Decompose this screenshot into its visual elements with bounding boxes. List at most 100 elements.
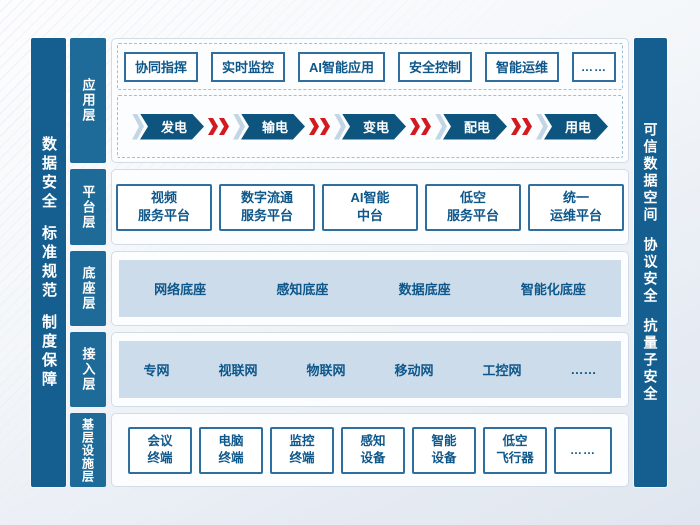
layer-label-platform: 平台层 [70, 169, 106, 245]
power-flow-strip: 发电 输电 变电 配电 [117, 95, 623, 158]
layer-label-text: 应用层 [80, 78, 96, 123]
layer-label-text: 基层设施层 [80, 417, 95, 483]
infra-box-line: 终端 [289, 451, 315, 465]
platform-box-line: 运维平台 [549, 208, 602, 223]
base-item: 智能化底座 [520, 282, 586, 297]
layer-label-infrastructure: 基层设施层 [70, 413, 106, 487]
ellipsis-item: …… [570, 362, 597, 377]
flow-arrow-label: 配电 [443, 114, 507, 140]
infra-box: 智能 设备 [412, 426, 476, 474]
double-chevron-icon [309, 118, 330, 135]
flow-arrow-label: 用电 [544, 114, 608, 140]
layer-label-text: 接入层 [80, 347, 96, 392]
right-guard-text: 抗量子安全 [642, 318, 659, 403]
left-guard-text: 标准规范 [40, 224, 57, 301]
platform-box: 统一 运维平台 [528, 183, 624, 231]
left-guard-bar: 数据安全 标准规范 制度保障 [31, 38, 66, 487]
access-item: 视联网 [218, 363, 258, 378]
right-guard-text: 可信数据空间 [642, 122, 659, 224]
flow-arrow: 用电 [536, 113, 608, 140]
platform-box-line: 中台 [356, 208, 383, 223]
access-strip: 专网 视联网 物联网 移动网 工控网 …… [119, 341, 621, 398]
infra-box: 会议 终端 [128, 426, 192, 474]
chevron-tail-icon [334, 113, 346, 140]
layer-label-base: 底座层 [70, 251, 106, 326]
layer-row-platform: 平台层 视频 服务平台 数字流通 服务平台 AI智能 中台 低空 服务平台 统一… [70, 169, 629, 245]
infra-box-line: 低空 [502, 434, 528, 449]
layer-row-infrastructure: 基层设施层 会议 终端 电脑 终端 监控 终端 感知 设备 智能 设备 [70, 413, 629, 487]
platform-box-line: 服务平台 [137, 208, 190, 223]
right-guard-bar: 可信数据空间 协议安全 抗量子安全 [634, 38, 667, 487]
double-chevron-icon [511, 118, 532, 135]
flow-arrow-label: 变电 [342, 114, 406, 140]
platform-box-line: 服务平台 [446, 208, 499, 223]
platform-box-line: AI智能 [350, 190, 390, 206]
flow-arrow: 配电 [435, 113, 507, 140]
app-chip: AI智能应用 [297, 51, 385, 82]
application-chip-strip: 协同指挥 实时监控 AI智能应用 安全控制 智能运维 …… [117, 43, 623, 90]
platform-layer-card: 视频 服务平台 数字流通 服务平台 AI智能 中台 低空 服务平台 统一 运维平… [111, 169, 629, 245]
layer-label-application: 应用层 [70, 38, 106, 163]
layer-row-base: 底座层 网络底座 感知底座 数据底座 智能化底座 [70, 251, 629, 326]
app-chip: 协同指挥 [123, 51, 198, 82]
chevron-tail-icon [536, 113, 548, 140]
architecture-diagram: 应用层 协同指挥 实时监控 AI智能应用 安全控制 智能运维 …… 发电 [70, 38, 629, 487]
access-item: 专网 [143, 363, 170, 378]
flow-arrow: 发电 [132, 113, 204, 140]
infra-box-line: 智能 [431, 434, 457, 449]
platform-box-line: 视频 [150, 190, 177, 206]
platform-box: 数字流通 服务平台 [219, 183, 315, 231]
access-item: 移动网 [394, 363, 434, 378]
app-chip: 安全控制 [398, 51, 473, 82]
flow-arrow-label: 发电 [140, 114, 204, 140]
access-item: 物联网 [306, 363, 346, 378]
platform-box: 低空 服务平台 [425, 183, 521, 231]
infra-box: 电脑 终端 [199, 426, 263, 474]
infra-box: 低空 飞行器 [483, 426, 547, 474]
infra-box-line: 飞行器 [496, 451, 534, 465]
infra-box-line: 电脑 [218, 434, 244, 449]
infra-box-line: 会议 [147, 434, 173, 449]
infrastructure-layer-card: 会议 终端 电脑 终端 监控 终端 感知 设备 智能 设备 低空 飞行器 [111, 413, 629, 487]
platform-box-line: 低空 [459, 190, 486, 206]
chevron-tail-icon [233, 113, 245, 140]
infra-box-line: 感知 [360, 434, 386, 449]
ellipsis-box: …… [554, 426, 612, 474]
infra-box-line: 终端 [218, 451, 244, 465]
base-strip: 网络底座 感知底座 数据底座 智能化底座 [119, 260, 621, 317]
infra-box-line: 设备 [431, 451, 457, 465]
access-item: 工控网 [482, 363, 522, 378]
access-layer-card: 专网 视联网 物联网 移动网 工控网 …… [111, 332, 629, 407]
layer-row-access: 接入层 专网 视联网 物联网 移动网 工控网 …… [70, 332, 629, 407]
left-guard-text: 制度保障 [40, 313, 57, 390]
layer-label-access: 接入层 [70, 332, 106, 407]
flow-arrow-label: 输电 [241, 114, 305, 140]
platform-box: 视频 服务平台 [116, 183, 212, 231]
double-chevron-icon [208, 118, 229, 135]
platform-box-line: 统一 [562, 190, 589, 206]
infra-box-line: 终端 [147, 451, 173, 465]
flow-arrow: 变电 [334, 113, 406, 140]
infra-box-line: 设备 [360, 451, 386, 465]
right-guard-text: 协议安全 [642, 237, 659, 305]
chevron-tail-icon [435, 113, 447, 140]
base-layer-card: 网络底座 感知底座 数据底座 智能化底座 [111, 251, 629, 326]
layer-row-application: 应用层 协同指挥 实时监控 AI智能应用 安全控制 智能运维 …… 发电 [70, 38, 629, 163]
infra-box: 监控 终端 [270, 426, 334, 474]
layer-label-text: 平台层 [80, 184, 96, 230]
infra-box-line: 监控 [289, 434, 315, 449]
platform-box: AI智能 中台 [322, 183, 418, 231]
infra-box: 感知 设备 [341, 426, 405, 474]
base-item: 网络底座 [154, 282, 207, 297]
left-guard-text: 数据安全 [40, 135, 57, 212]
application-layer-card: 协同指挥 实时监控 AI智能应用 安全控制 智能运维 …… 发电 输电 [111, 38, 629, 163]
power-flow: 发电 输电 变电 配电 [132, 113, 608, 140]
app-chip: 智能运维 [485, 51, 560, 82]
layer-label-text: 底座层 [80, 266, 96, 311]
ellipsis-chip: …… [572, 51, 617, 82]
flow-arrow: 输电 [233, 113, 305, 140]
base-item: 感知底座 [276, 282, 329, 297]
platform-box-line: 数字流通 [240, 190, 293, 206]
base-item: 数据底座 [398, 282, 451, 297]
platform-box-line: 服务平台 [240, 208, 293, 223]
